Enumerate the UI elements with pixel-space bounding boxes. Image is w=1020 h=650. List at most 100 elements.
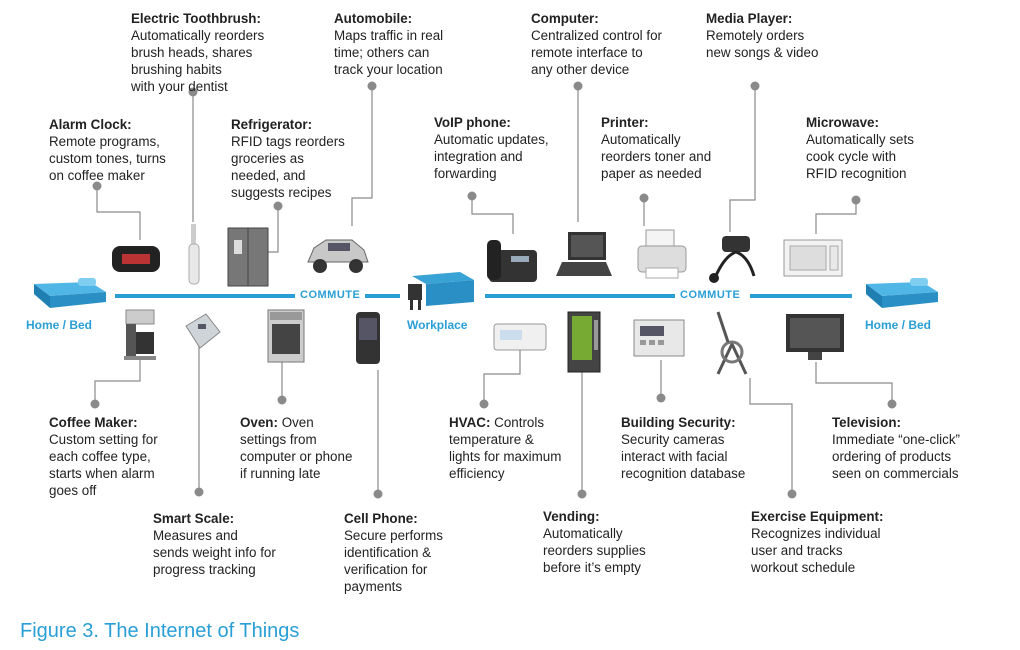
bed-icon (34, 278, 106, 308)
microwave-icon (783, 239, 843, 277)
place-workplace: Workplace (407, 318, 468, 332)
smart-scale-title: Smart Scale: (153, 511, 235, 526)
label-microwave: Microwave: Automatically sets cook cycle… (806, 114, 914, 182)
leader-alarm-clock (96, 186, 141, 240)
leader-exercise (749, 378, 793, 494)
cell-phone-title: Cell Phone: (344, 511, 418, 526)
alarm-clock-desc: Remote programs, custom tones, turns on … (49, 134, 166, 183)
coffee-maker-title: Coffee Maker: (49, 415, 138, 430)
automobile-icon (307, 239, 369, 273)
label-automobile: Automobile: Maps traffic in real time; o… (334, 10, 443, 78)
leader-dot-coffee-maker (90, 399, 100, 409)
label-smart-scale: Smart Scale: Measures and sends weight i… (153, 510, 276, 578)
label-television: Television: Immediate “one-click” orderi… (832, 414, 960, 482)
leader-dot-media-player (750, 81, 760, 91)
computer-title: Computer: (531, 11, 599, 26)
leader-automobile (351, 86, 373, 226)
exercise-bike-icon (716, 311, 748, 375)
automobile-desc: Maps traffic in real time; others can tr… (334, 28, 444, 77)
alarm-clock-title: Alarm Clock: (49, 117, 132, 132)
television-desc: Immediate “one-click” ordering of produc… (832, 432, 960, 481)
building-security-desc: Security cameras interact with facial re… (621, 432, 746, 481)
leader-dot-voip (467, 191, 477, 201)
label-exercise: Exercise Equipment: Recognizes individua… (751, 508, 883, 576)
bed-icon (866, 278, 938, 308)
alarm-clock-icon (112, 246, 160, 272)
smart-scale-icon (185, 313, 221, 349)
refrigerator-icon (227, 227, 269, 287)
computer-icon (556, 232, 612, 276)
security-panel-icon (633, 319, 685, 357)
leader-voip (471, 196, 514, 234)
place-home-right: Home / Bed (865, 318, 932, 332)
oven-title: Oven: (240, 415, 278, 430)
refrigerator-title: Refrigerator: (231, 117, 313, 132)
place-home-left: Home / Bed (26, 318, 93, 332)
microwave-title: Microwave: (806, 115, 879, 130)
media-player-desc: Remotely orders new songs & video (706, 28, 819, 60)
television-title: Television: (832, 415, 901, 430)
leader-dot-printer (639, 193, 649, 203)
vending-machine-icon (567, 311, 601, 373)
cell-phone-desc: Secure performs identification & verific… (344, 528, 443, 594)
printer-desc: Automatically reorders toner and paper a… (601, 132, 712, 181)
leader-dot-smart-scale (194, 487, 204, 497)
computer-desc: Centralized control for remote interface… (531, 28, 662, 77)
building-security-title: Building Security: (621, 415, 736, 430)
commute-label-right: COMMUTE (676, 289, 745, 301)
commute-label-left: COMMUTE (296, 289, 365, 301)
printer-icon (637, 229, 687, 279)
leader-dot-building-security (656, 393, 666, 403)
media-player-title: Media Player: (706, 11, 793, 26)
toothbrush-desc: Automatically reorders brush heads, shar… (131, 28, 265, 94)
media-player-icon (709, 236, 756, 283)
voip-title: VoIP phone: (434, 115, 511, 130)
voip-desc: Automatic updates, integration and forwa… (434, 132, 549, 181)
hvac-desc: Controls temperature & lights for maximu… (449, 415, 562, 481)
leader-dot-refrigerator (273, 201, 283, 211)
desk-icon (408, 272, 474, 310)
label-cell-phone: Cell Phone: Secure performs identificati… (344, 510, 443, 595)
leader-dot-hvac (479, 399, 489, 409)
leader-microwave (815, 200, 857, 234)
microwave-desc: Automatically sets cook cycle with RFID … (806, 132, 914, 181)
vending-title: Vending: (543, 509, 600, 524)
exercise-title: Exercise Equipment: (751, 509, 884, 524)
leader-media-player (729, 86, 756, 232)
oven-icon (267, 309, 305, 363)
label-hvac: HVAC: Controls temperature & lights for … (449, 414, 579, 482)
leader-dot-automobile (367, 81, 377, 91)
label-coffee-maker: Coffee Maker: Custom setting for each co… (49, 414, 158, 499)
leader-dot-oven (277, 395, 287, 405)
label-media-player: Media Player: Remotely orders new songs … (706, 10, 818, 61)
label-alarm-clock: Alarm Clock: Remote programs, custom ton… (49, 116, 166, 184)
refrigerator-desc: RFID tags reorders groceries as needed, … (231, 134, 345, 200)
oven-desc: Oven settings from computer or phone if … (240, 415, 353, 481)
leader-hvac (483, 350, 521, 404)
vending-desc: Automatically reorders supplies before i… (543, 526, 646, 575)
automobile-title: Automobile: (334, 11, 413, 26)
label-vending: Vending: Automatically reorders supplies… (543, 508, 646, 576)
label-computer: Computer: Centralized control for remote… (531, 10, 662, 78)
label-refrigerator: Refrigerator: RFID tags reorders groceri… (231, 116, 345, 201)
exercise-desc: Recognizes individual user and tracks wo… (751, 526, 881, 575)
leader-dot-cell-phone (373, 489, 383, 499)
label-building-security: Building Security: Security cameras inte… (621, 414, 745, 482)
leader-dot-television (887, 399, 897, 409)
printer-title: Printer: (601, 115, 649, 130)
voip-phone-icon (487, 240, 537, 282)
coffee-maker-icon (124, 309, 156, 360)
television-icon (786, 314, 844, 360)
leader-dot-exercise (787, 489, 797, 499)
coffee-maker-desc: Custom setting for each coffee type, sta… (49, 432, 158, 498)
figure-caption: Figure 3. The Internet of Things (20, 620, 300, 642)
label-printer: Printer: Automatically reorders toner an… (601, 114, 711, 182)
cell-phone-icon (356, 312, 380, 364)
leader-dot-vending (577, 489, 587, 499)
toothbrush-title: Electric Toothbrush: (131, 11, 261, 26)
leader-coffee-maker (94, 358, 141, 404)
leader-dot-computer (573, 81, 583, 91)
smart-scale-desc: Measures and sends weight info for progr… (153, 528, 276, 577)
toothbrush-icon (188, 224, 200, 285)
leader-television (815, 362, 893, 404)
